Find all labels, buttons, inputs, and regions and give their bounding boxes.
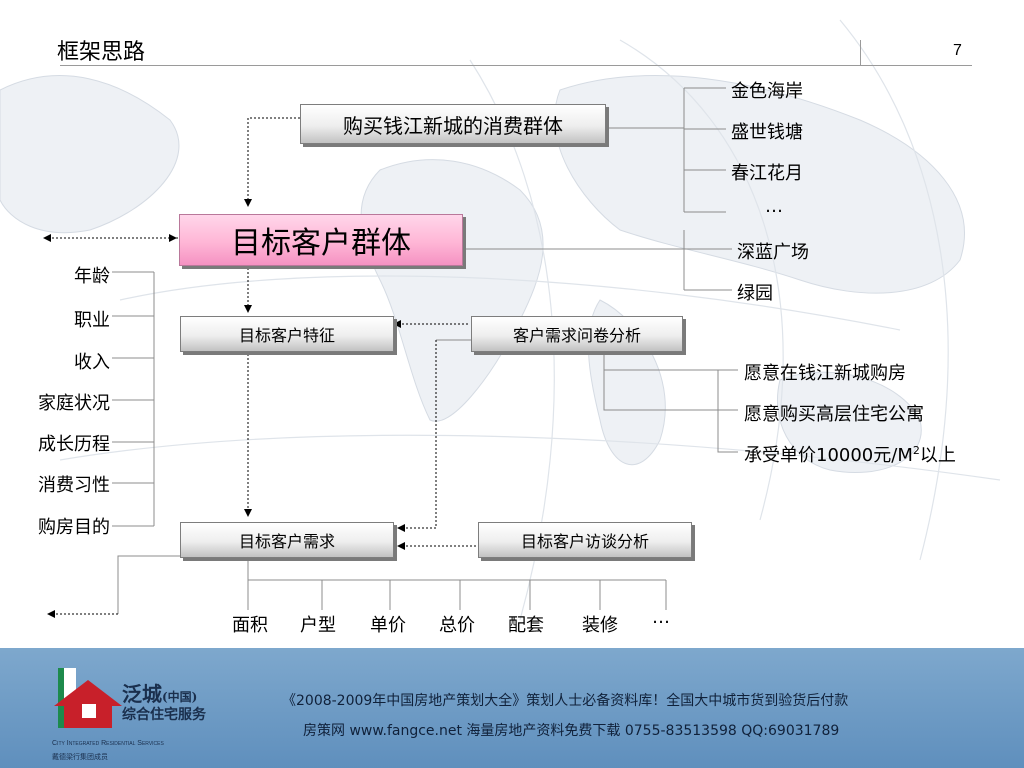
demand-item: 装修 (582, 615, 618, 636)
project-ellipsis: … (765, 196, 783, 217)
survey-finding: 愿意在钱江新城购房 (744, 363, 906, 384)
feature-item: 收入 (74, 352, 110, 373)
project-item: 深蓝广场 (737, 242, 809, 263)
demand-item: 单价 (370, 615, 406, 636)
feature-item: 年龄 (74, 266, 110, 287)
demand-item: 总价 (439, 615, 475, 636)
feature-item: 消费习性 (38, 475, 110, 496)
footer-line-1: 《2008-2009年中国房地产策划大全》策划人士必备资料库！全国大中城市货到验… (282, 693, 849, 709)
logo-brand: 泛城 (122, 682, 162, 706)
questionnaire-analysis-box: 客户需求问卷分析 (471, 316, 683, 352)
feature-item: 成长历程 (38, 434, 110, 455)
flow-connectors (43, 87, 738, 618)
footer-line-2: 房策网 www.fangce.net 海量房地产资料免费下载 0755-8351… (303, 723, 840, 739)
target-features-box: 目标客户特征 (180, 316, 394, 352)
price-superscript: 2 (912, 444, 920, 457)
survey-finding-price: 承受单价10000元/M2以上 (744, 441, 956, 467)
project-item: 盛世钱塘 (731, 122, 803, 143)
project-item: 金色海岸 (731, 81, 803, 102)
target-demand-box: 目标客户需求 (180, 522, 394, 558)
company-logo: 泛城(中国) 综合住宅服务 City Integrated Residentia… (52, 666, 222, 762)
interview-analysis-box: 目标客户访谈分析 (478, 522, 692, 558)
demand-ellipsis: … (652, 607, 670, 628)
feature-item: 家庭状况 (38, 393, 110, 414)
house-logo-icon (54, 668, 122, 728)
title-divider (60, 65, 972, 66)
consumer-group-box: 购买钱江新城的消费群体 (300, 104, 606, 144)
demand-item: 户型 (300, 615, 336, 636)
slide-title: 框架思路 (57, 40, 146, 65)
project-item: 春江花月 (731, 163, 803, 184)
page-number: 7 (953, 42, 962, 59)
target-customer-group-box: 目标客户群体 (179, 214, 463, 266)
price-prefix: 承受单价10000元/M (744, 445, 913, 466)
logo-member: 戴德梁行集团成员 (52, 753, 108, 761)
demand-item: 面积 (232, 615, 268, 636)
logo-service: 综合住宅服务 (122, 707, 206, 723)
title-divider-tick (860, 40, 861, 66)
demand-item: 配套 (508, 615, 544, 636)
footer-banner: 泛城(中国) 综合住宅服务 City Integrated Residentia… (0, 648, 1024, 768)
feature-item: 职业 (74, 310, 110, 331)
project-item: 绿园 (737, 283, 773, 304)
logo-english: City Integrated Residential Services (52, 740, 164, 747)
logo-brand-sub: (中国) (162, 690, 198, 704)
feature-item: 购房目的 (38, 517, 110, 538)
price-suffix: 以上 (919, 445, 956, 466)
survey-finding: 愿意购买高层住宅公寓 (744, 404, 924, 425)
